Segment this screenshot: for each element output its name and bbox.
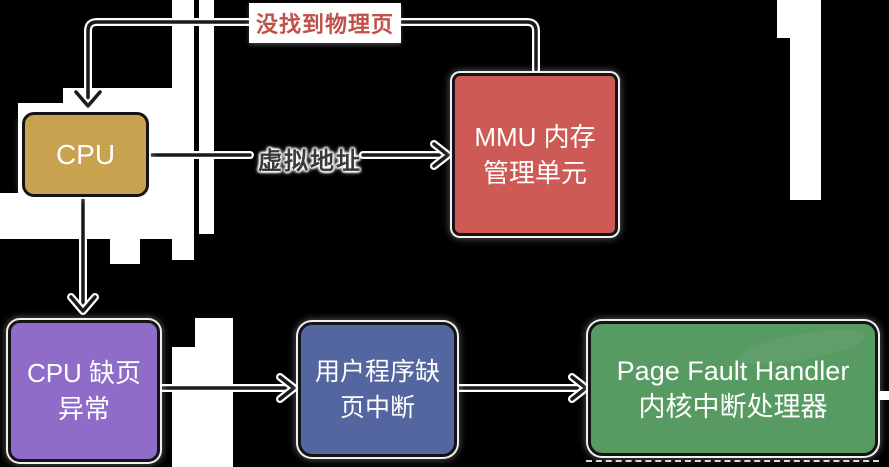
node-cpu-label: CPU: [55, 138, 116, 170]
background-artifact: [777, 0, 821, 38]
edge-page-fault-to-user-interrupt: [158, 373, 298, 403]
node-page-fault-handler-line2: 内核中断处理器: [638, 391, 828, 422]
node-page-fault-handler-line1: Page Fault Handler: [616, 355, 850, 386]
edge-cpu-to-mmu: [146, 140, 452, 170]
background-artifact: [876, 391, 889, 400]
background-artifact: [172, 347, 199, 467]
node-mmu-label-line1: MMU 内存: [474, 121, 596, 152]
edge-label-virtual-address: 虚拟地址: [258, 148, 362, 175]
dotted-artifact-line: [586, 460, 879, 462]
node-cpu: CPU: [22, 112, 149, 197]
background-artifact: [790, 38, 821, 200]
node-user-page-interrupt-line2: 页中断: [339, 393, 415, 422]
node-cpu-page-fault-line2: 异常: [57, 394, 110, 424]
node-mmu: MMU 内存 管理单元: [452, 73, 618, 236]
edge-label-not-found-physical-page: 没找到物理页: [249, 3, 402, 43]
node-cpu-page-fault-line1: CPU 缺页: [26, 358, 142, 388]
edge-user-interrupt-to-handler: [454, 373, 590, 403]
node-cpu-page-fault: CPU 缺页 异常: [8, 320, 160, 462]
background-artifact: [195, 318, 233, 467]
node-user-page-interrupt: 用户程序缺 页中断: [298, 322, 457, 457]
node-page-fault-handler: Page Fault Handler 内核中断处理器: [588, 321, 878, 456]
node-mmu-label-line2: 管理单元: [482, 157, 587, 188]
background-artifact: [0, 193, 181, 239]
edge-cpu-to-page-fault: [67, 193, 99, 315]
node-user-page-interrupt-line1: 用户程序缺: [314, 357, 440, 386]
background-artifact: [199, 0, 214, 234]
